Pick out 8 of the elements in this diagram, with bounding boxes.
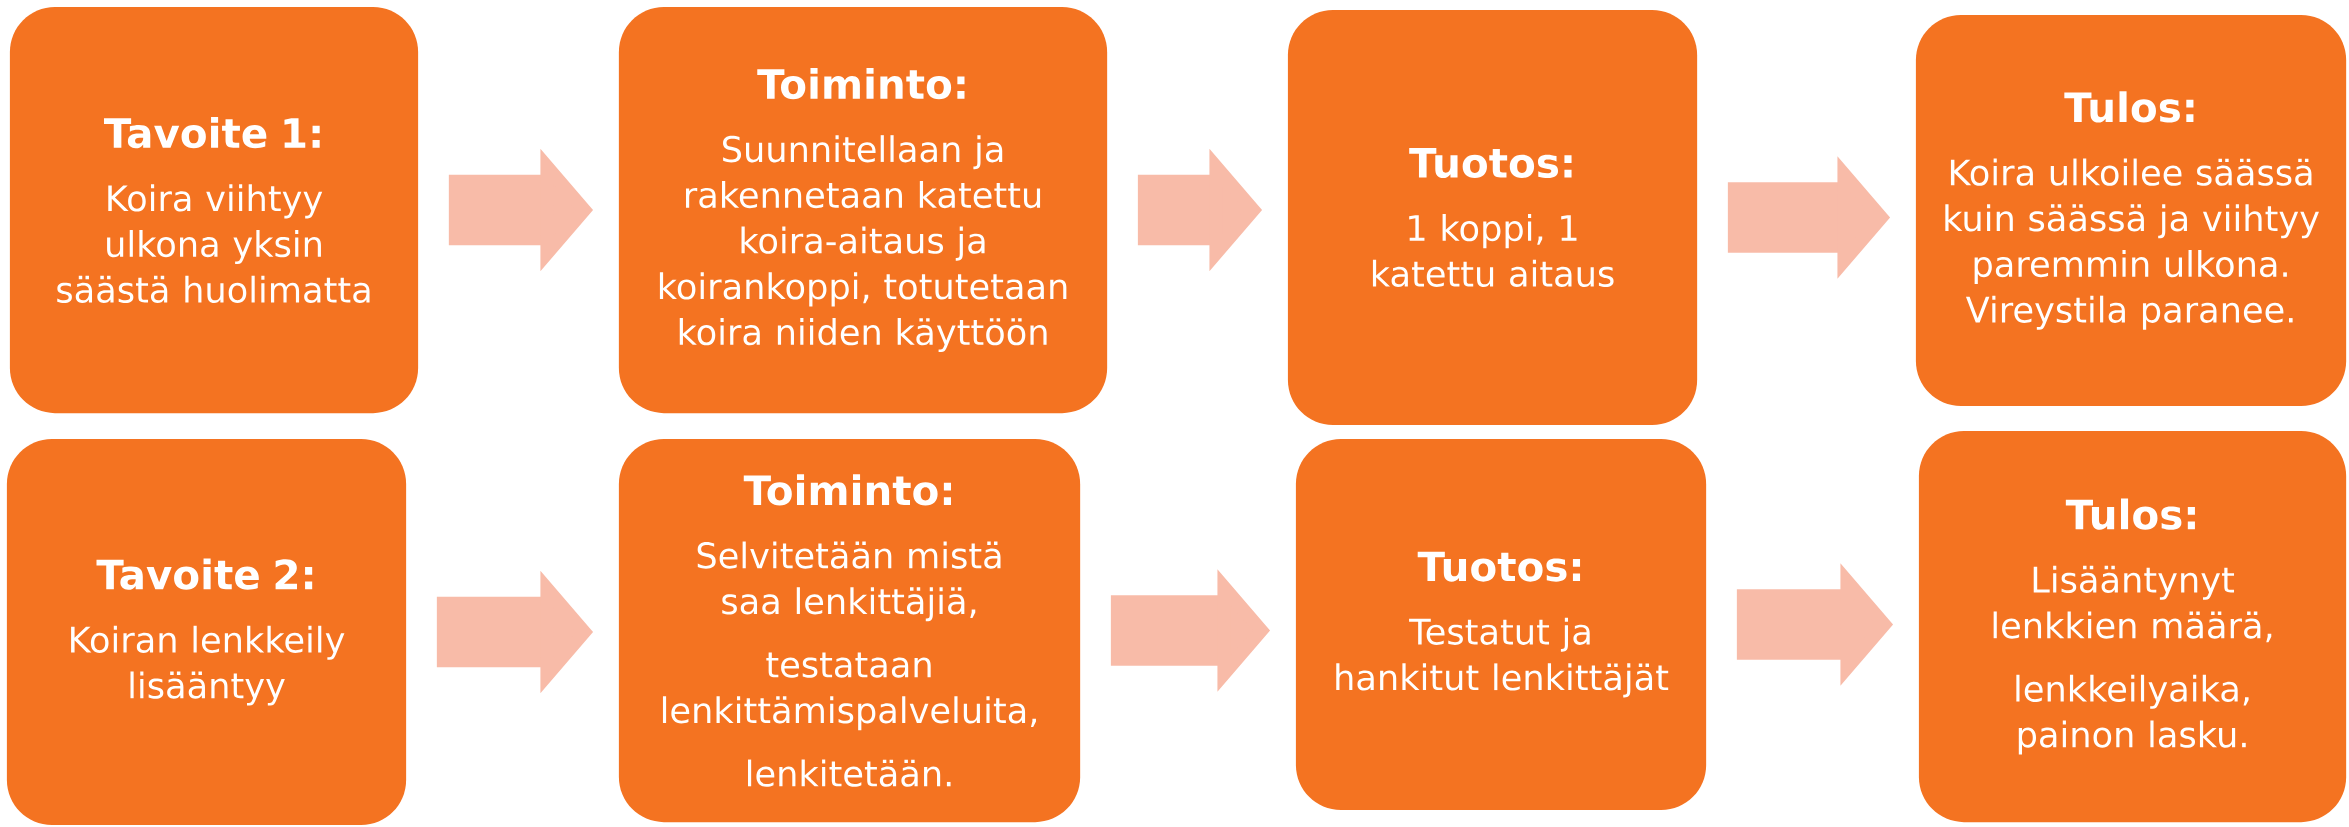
process-box: Tavoite 1: Koira viihtyy ulkona yksin säästä huolimatta — [9, 6, 419, 414]
process-box: Tulos: Lisääntynyt lenkkien määrä, lenkkeilyaika, painon lasku. — [1918, 430, 2347, 823]
process-box: Toiminto: Selvitetään mistä saa lenkittäjiä, testataan lenkittämispalveluita, lenkitetään. — [618, 438, 1081, 823]
process-box: Tavoite 2: Koiran lenkkeily lisääntyy — [6, 438, 407, 826]
process-box: Tuotos: Testatut ja hankitut lenkittäjät — [1295, 438, 1707, 811]
process-box: Tuotos: 1 koppi, 1 katettu aitaus — [1287, 9, 1698, 426]
process-box: Tulos: Koira ulkoilee säässä kuin säässä ja viihtyy paremmin ulkona. Vireystila paranee. — [1915, 14, 2347, 407]
process-box: Toiminto: Suunnitellaan ja rakennetaan katettu koira-aitaus ja koirankoppi, totutetaan koira niiden käyttöön — [618, 6, 1108, 414]
